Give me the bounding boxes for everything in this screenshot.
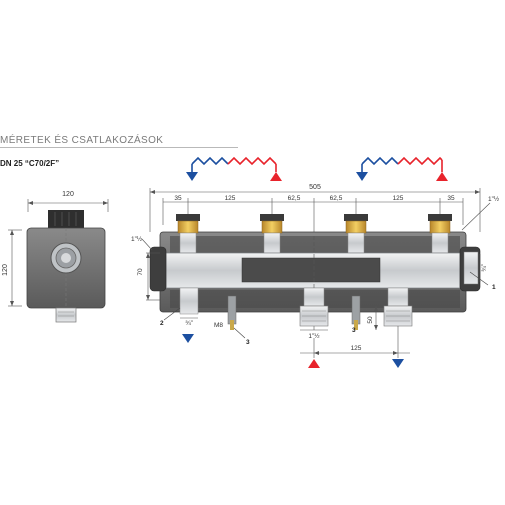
overall-length-label: 505 [309, 184, 321, 191]
side-width-label: 120 [62, 191, 74, 198]
sensor-thread-label: M8 [214, 322, 223, 329]
model-subtitle: DN 25 “C70/2F” [0, 159, 60, 168]
separator-block [241, 257, 381, 283]
segment-label: 35 [447, 195, 455, 202]
bottom-center-connector [299, 287, 329, 327]
flow-symbol-right [356, 156, 448, 181]
side-bottom-nipple [55, 307, 77, 323]
supply-arrow-icon [436, 172, 448, 181]
return-arrow-icon [186, 172, 198, 181]
callout-3-left: 3 [246, 339, 250, 346]
section-title: MÉRETEK ÉS CSATLAKOZÁSOK [0, 135, 164, 146]
bottom-stub [179, 287, 199, 315]
right-top-thread-label: 1”½ [488, 195, 500, 203]
overall-dimension: 505 [149, 184, 481, 232]
segment-dimensions: 35 125 62,5 62,5 125 35 [162, 195, 464, 240]
segment-label: 125 [393, 195, 404, 202]
title-underline [0, 147, 238, 148]
segment-label: 35 [174, 195, 182, 202]
segment-label: 125 [225, 195, 236, 202]
side-height-label: 120 [2, 264, 9, 276]
bottom-center-thread-label: 1”½ [308, 332, 320, 340]
depth-dimension: 50 [367, 306, 378, 330]
top-connector [176, 214, 200, 254]
callout-3-right: 3 [352, 327, 356, 334]
return-arrow-icon [392, 359, 404, 368]
callout-1: 1 [492, 284, 496, 291]
callout-2: 2 [160, 320, 164, 327]
return-arrow-icon [182, 334, 194, 343]
side-top-cap [48, 210, 84, 228]
left-port-thread-label: 1”½ [131, 235, 143, 243]
height-dimension: 70 [137, 252, 160, 301]
return-arrow-icon [356, 172, 368, 181]
sensor-well [351, 295, 361, 330]
flow-symbol-left [186, 156, 282, 181]
height-label: 70 [137, 268, 144, 276]
segment-label: 62,5 [288, 195, 301, 202]
manifold-front-view [149, 214, 481, 330]
sensor-well [227, 295, 237, 330]
top-connector [428, 214, 452, 254]
supply-arrow-icon [270, 172, 282, 181]
bottom-spacing-dimension: 125 [300, 326, 410, 358]
bottom-right-connector [383, 287, 413, 327]
segment-label: 62,5 [330, 195, 343, 202]
left-end-port [149, 246, 167, 292]
bottom-spacing-label: 125 [351, 345, 362, 352]
bottom-left-thread-label: ¾” [185, 320, 193, 327]
supply-arrow-icon [308, 359, 320, 368]
top-connector [344, 214, 368, 254]
depth-label: 50 [367, 316, 374, 324]
right-side-thread-label: ¾” [481, 264, 488, 272]
side-view: 120 120 [2, 191, 109, 323]
top-connector [260, 214, 284, 254]
